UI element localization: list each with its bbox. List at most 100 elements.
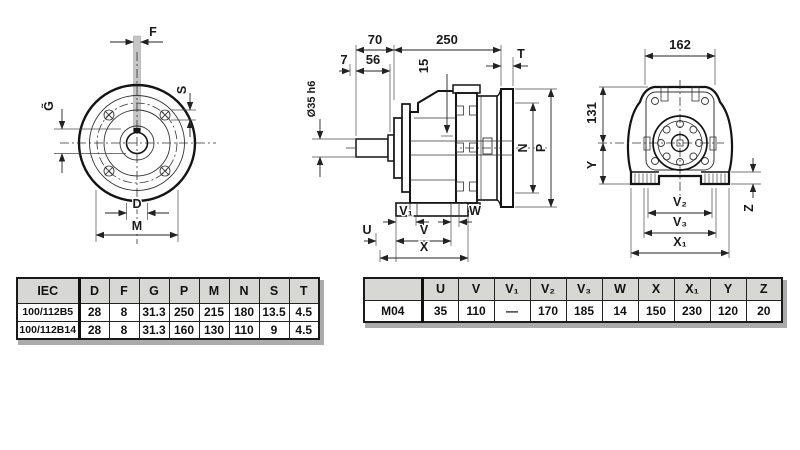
dim-label-n: N (516, 143, 530, 152)
dim-label-shaft-diameter: Ø35 h6 (306, 81, 318, 118)
iec-header-cell: N (228, 277, 260, 304)
dim-label-u: U (362, 223, 371, 237)
iec-header-row: IEC D F G P M N S T (16, 277, 320, 304)
adapter-section (476, 95, 498, 201)
size-value-cell: 110 (457, 299, 495, 323)
iec-value-cell: 8 (108, 320, 140, 340)
size-value-cell: 20 (745, 299, 783, 323)
dim-label-g: G̃ (41, 101, 56, 111)
output-flange-face (652, 115, 708, 171)
dim-label-v3: V₃ (673, 215, 687, 229)
iec-row-label: 100/112B5 (16, 302, 81, 322)
iec-value-cell: 215 (198, 302, 230, 322)
iec-header-cell: T (288, 277, 320, 304)
flange-face-circle (89, 95, 185, 191)
dim-label-131: 131 (584, 102, 599, 124)
dim-label-m: M (132, 219, 142, 233)
output-flange-plate (500, 88, 514, 208)
dim-label-250: 250 (436, 32, 458, 47)
iec-value-cell: 160 (168, 320, 200, 340)
iec-value-cell: 31.3 (138, 320, 170, 340)
dim-label-v2: V₂ (673, 195, 687, 209)
bolt-circle (96, 102, 178, 184)
dim-label-s: S (175, 86, 189, 94)
bolt-holes (103, 109, 171, 177)
iec-header-cell: IEC (16, 277, 81, 304)
iec-value-cell: 28 (78, 302, 110, 322)
dim-label-162: 162 (669, 37, 691, 52)
iec-value-cell: 13.5 (258, 302, 290, 322)
front-view-dimensions: F S G̃ D M (40, 24, 196, 242)
dim-label-15: 15 (416, 59, 431, 73)
iec-dimension-table: IEC D F G P M N S T 100/112B5 28 8 31.3 … (16, 277, 320, 340)
flange-bolts (456, 105, 477, 192)
size-header-cell: V₃ (565, 277, 603, 301)
iec-header-cell: S (258, 277, 290, 304)
technical-drawing: F S G̃ D M (40, 24, 761, 262)
bell-step-2 (401, 103, 411, 193)
iec-header-cell: F (108, 277, 140, 304)
size-row-label: M04 (363, 299, 424, 323)
iec-row-100-112B5: 100/112B5 28 8 31.3 250 215 180 13.5 4.5 (16, 302, 320, 322)
dim-label-f: F (149, 25, 157, 39)
size-value-cell: 170 (529, 299, 567, 323)
rear-view: 162 131 Y Z V₂ V₃ X₁ (583, 36, 761, 258)
dim-label-56: 56 (366, 52, 380, 67)
pilot-circle (103, 109, 171, 177)
dim-label-z: Z (742, 204, 756, 212)
iec-value-cell: 4.5 (288, 320, 320, 340)
housing-corner-bolts (643, 97, 717, 165)
size-header-cell: X (637, 277, 675, 301)
size-value-cell: 14 (601, 299, 639, 323)
dim-label-y: Y (585, 160, 599, 169)
dim-label-x1: X₁ (673, 235, 687, 249)
iec-value-cell: 31.3 (138, 302, 170, 322)
front-flange-view: F S G̃ D M (40, 24, 216, 244)
iec-value-cell: 9 (258, 320, 290, 340)
output-bore (482, 137, 493, 155)
flange-outer-circle (77, 83, 197, 203)
iec-value-cell: 4.5 (288, 302, 320, 322)
size-value-cell: — (493, 299, 531, 323)
dim-label-w: W (469, 204, 481, 218)
keyway-notch (133, 128, 141, 133)
dim-label-v1: V₁ (399, 204, 413, 218)
iec-value-cell: 28 (78, 320, 110, 340)
bell-step-1 (393, 117, 403, 179)
dim-label-p: P (534, 144, 548, 152)
size-value-cell: 185 (565, 299, 603, 323)
dim-label-x: X (420, 240, 429, 254)
joint-flange-tab-top (452, 84, 481, 94)
iec-value-cell: 8 (108, 302, 140, 322)
size-header-cell (363, 277, 424, 301)
size-value-cell: 150 (637, 299, 675, 323)
gearbox-body (355, 84, 514, 217)
rear-view-dimensions: 162 131 Y Z V₂ V₃ X₁ (583, 36, 761, 258)
size-header-cell: W (601, 277, 639, 301)
iec-header-cell: M (198, 277, 230, 304)
dim-label-d: D (132, 197, 141, 211)
dim-label-7: 7 (340, 52, 347, 67)
iec-header-cell: P (168, 277, 200, 304)
size-header-cell: V₁ (493, 277, 531, 301)
iec-value-cell: 130 (198, 320, 230, 340)
size-dimension-table: U V V₁ V₂ V₃ W X X₁ Y Z M04 35 110 — 170… (363, 277, 783, 323)
size-header-cell: Y (709, 277, 747, 301)
dim-label-t: T (517, 47, 525, 61)
side-view: 70 250 7 56 15 T Ø35 h6 N P (305, 31, 557, 262)
shaft-collar (387, 134, 395, 162)
size-value-cell: 230 (673, 299, 711, 323)
size-row-M04: M04 35 110 — 170 185 14 150 230 120 20 (363, 299, 783, 323)
dim-label-70: 70 (368, 32, 382, 47)
side-view-dimensions: 70 250 7 56 15 T Ø35 h6 N P (305, 31, 557, 262)
iec-value-cell: 180 (228, 302, 260, 322)
hub-circle (119, 125, 155, 161)
size-header-cell: Z (745, 277, 783, 301)
size-header-cell: V₂ (529, 277, 567, 301)
housing (409, 90, 457, 204)
iec-header-cell: D (78, 277, 110, 304)
iec-value-cell: 250 (168, 302, 200, 322)
iec-row-label: 100/112B14 (16, 320, 81, 340)
mounting-foot (395, 202, 469, 217)
